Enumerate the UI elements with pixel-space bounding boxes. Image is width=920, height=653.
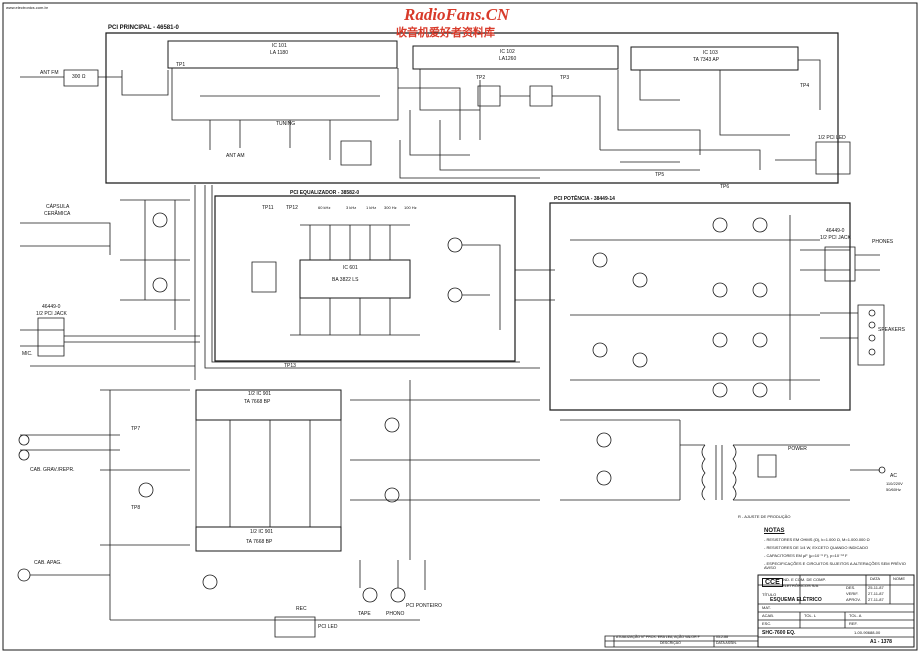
ic901a-type: TA 7668 BP xyxy=(244,399,271,405)
test-point-tp12: TP12 xyxy=(286,205,298,211)
note-line-2: - RESISTORES DE 1/4 W, EXCETO QUANDO IND… xyxy=(764,545,869,550)
ic103-label: IC 103 xyxy=(703,50,718,56)
eq-freq-4: 300 Hz xyxy=(384,205,397,210)
des-date: 25-11-87 xyxy=(868,585,884,590)
ic101-label: IC 101 xyxy=(272,43,287,49)
test-point-tp13: TP13 xyxy=(284,363,296,369)
note-line-3: - CAPACITORES EM μF (μ=10⁻⁶ F), p=10⁻¹² … xyxy=(764,553,848,558)
ic101-type: LA 1180 xyxy=(270,50,288,56)
board-jack-right-sub: 1/2 PCI JACK xyxy=(820,235,851,241)
ic601-type: BA 3822 LS xyxy=(332,277,359,283)
test-point-tp11: TP11 xyxy=(262,205,274,211)
eq-freq-1: 60 kHz xyxy=(318,205,331,210)
tol-l-label: TOL. L xyxy=(804,613,817,618)
board-equalizer: PCI EQUALIZADOR - 38582-0 xyxy=(290,190,360,196)
data-header: DATA xyxy=(870,576,881,581)
board-ponteiro: PCI PONTEIRO xyxy=(406,603,442,609)
test-point-tp1: TP1 xyxy=(176,62,186,68)
des-label: DES. xyxy=(846,585,856,590)
capsula-label: CÁPSULA xyxy=(46,204,70,210)
nome-header: NOME xyxy=(893,576,905,581)
tuning-label: TUNING xyxy=(276,121,296,127)
drawing-title: ESQUEMA ELÉTRICO xyxy=(770,597,822,603)
ic102-type: LA1260 xyxy=(499,56,517,62)
descricao-label: DESCRIÇÃO xyxy=(660,641,681,645)
board-jack-left-sub: 1/2 PCI JACK xyxy=(36,311,67,317)
test-point-tp7: TP7 xyxy=(131,426,141,432)
board-jack-right: 46449-0 xyxy=(826,228,845,234)
mic-label: MIC. xyxy=(22,351,33,357)
note-line-1: - RESISTORES EM OHMS (Ω), k=1.000 Ω, M=1… xyxy=(764,537,870,542)
phono-label: PHONO xyxy=(386,611,405,617)
speakers-label: SPEAKERS xyxy=(878,327,905,333)
eq-freq-2: 3 kHz xyxy=(346,205,357,210)
aprov-date: 27-11-87 xyxy=(868,597,884,602)
ant-fm-value: 300 Ω xyxy=(72,74,86,80)
acab-label: ACAB. xyxy=(762,613,775,618)
test-point-tp8: TP8 xyxy=(131,505,141,511)
revision-text: ATUALIZAÇÃO N° PROX. ERA LEA, AÇÃO VALOR… xyxy=(616,635,700,639)
power-label: POWER xyxy=(788,446,807,452)
revision-date: 05-2-88 xyxy=(716,635,729,639)
eq-freq-3: 1 kHz xyxy=(366,205,377,210)
board-main-title: PCI PRINCIPAL - 46581-0 xyxy=(108,25,179,31)
mat-label: MAT. xyxy=(762,605,771,610)
titulo-header: TÍTULO xyxy=(762,592,777,597)
watermark-radiofans: RadioFans.CN xyxy=(404,5,510,24)
ac-label: AC xyxy=(890,473,897,479)
test-point-tp5: TP5 xyxy=(655,172,665,178)
board-led-top: 1/2 PCI LED xyxy=(818,135,846,141)
data-assin-label: DATA ASSIN. xyxy=(716,641,737,645)
ic601-label: IC 601 xyxy=(343,265,358,271)
ref-label: REF. xyxy=(849,621,858,626)
ic901b-type: TA 7668 BP xyxy=(246,539,273,545)
ac-volts: 110/220V xyxy=(886,481,903,486)
ajuste-note: R - AJUSTE DE PRODUÇÃO xyxy=(738,514,791,519)
test-point-tp4: TP4 xyxy=(800,83,810,89)
eq-freq-5: 100 Hz xyxy=(404,205,417,210)
ceramica-label: CERÂMICA xyxy=(44,211,71,217)
tape-label: TAPE xyxy=(358,611,371,617)
ant-fm-label: ANT FM xyxy=(40,70,59,76)
watermark-chinese: 收音机爱好者资料库 xyxy=(396,26,495,39)
model-number: SHC-7600 EQ. xyxy=(762,630,796,636)
ic102-label: IC 102 xyxy=(500,49,515,55)
sheet-number: A1 - 1378 xyxy=(870,639,892,645)
notes-title: NOTAS xyxy=(764,528,785,534)
aprov-label: APROV. xyxy=(846,597,861,602)
ic103-type: TA 7343 AP xyxy=(693,57,720,63)
drawing-number: 1-00-90688-00 xyxy=(854,630,881,635)
ic901a-label: 1/2 IC 901 xyxy=(248,391,272,397)
test-point-tp3: TP3 xyxy=(560,75,570,81)
rec-label: REC xyxy=(296,606,307,612)
cab-apag-label: CAB. APAG. xyxy=(34,560,62,566)
phones-label: PHONES xyxy=(872,239,894,245)
tol-a-label: TOL. A xyxy=(849,613,862,618)
verif-label: VERIF. xyxy=(846,591,859,596)
board-led-bottom: PCI LED xyxy=(318,624,338,630)
verif-date: 27-11-87 xyxy=(868,591,884,596)
board-jack-left: 46449-0 xyxy=(42,304,61,310)
ant-am-label: ANT AM xyxy=(226,153,245,159)
company-name-1: IND. E COM. DE COMP. xyxy=(782,577,826,582)
company-name-2: ELETRÔNICOS S/A xyxy=(782,583,819,588)
test-point-tp6: TP6 xyxy=(720,184,730,190)
esc-label: ESC. xyxy=(762,621,772,626)
note-line-4: - ESPECIFICAÇÕES E CIRCUITOS SUJEITOS A … xyxy=(764,561,906,570)
cab-label: CAB. GRAV./REPR. xyxy=(30,467,75,473)
source-url: www.electronics.com.br xyxy=(6,5,49,10)
test-point-tp2: TP2 xyxy=(476,75,486,81)
ic901b-label: 1/2 IC 901 xyxy=(250,529,274,535)
ac-hz: 50/60Hz xyxy=(886,487,901,492)
board-power: PCI POTÊNCIA - 38449-14 xyxy=(554,196,615,202)
company-logo: CCE xyxy=(762,578,783,587)
